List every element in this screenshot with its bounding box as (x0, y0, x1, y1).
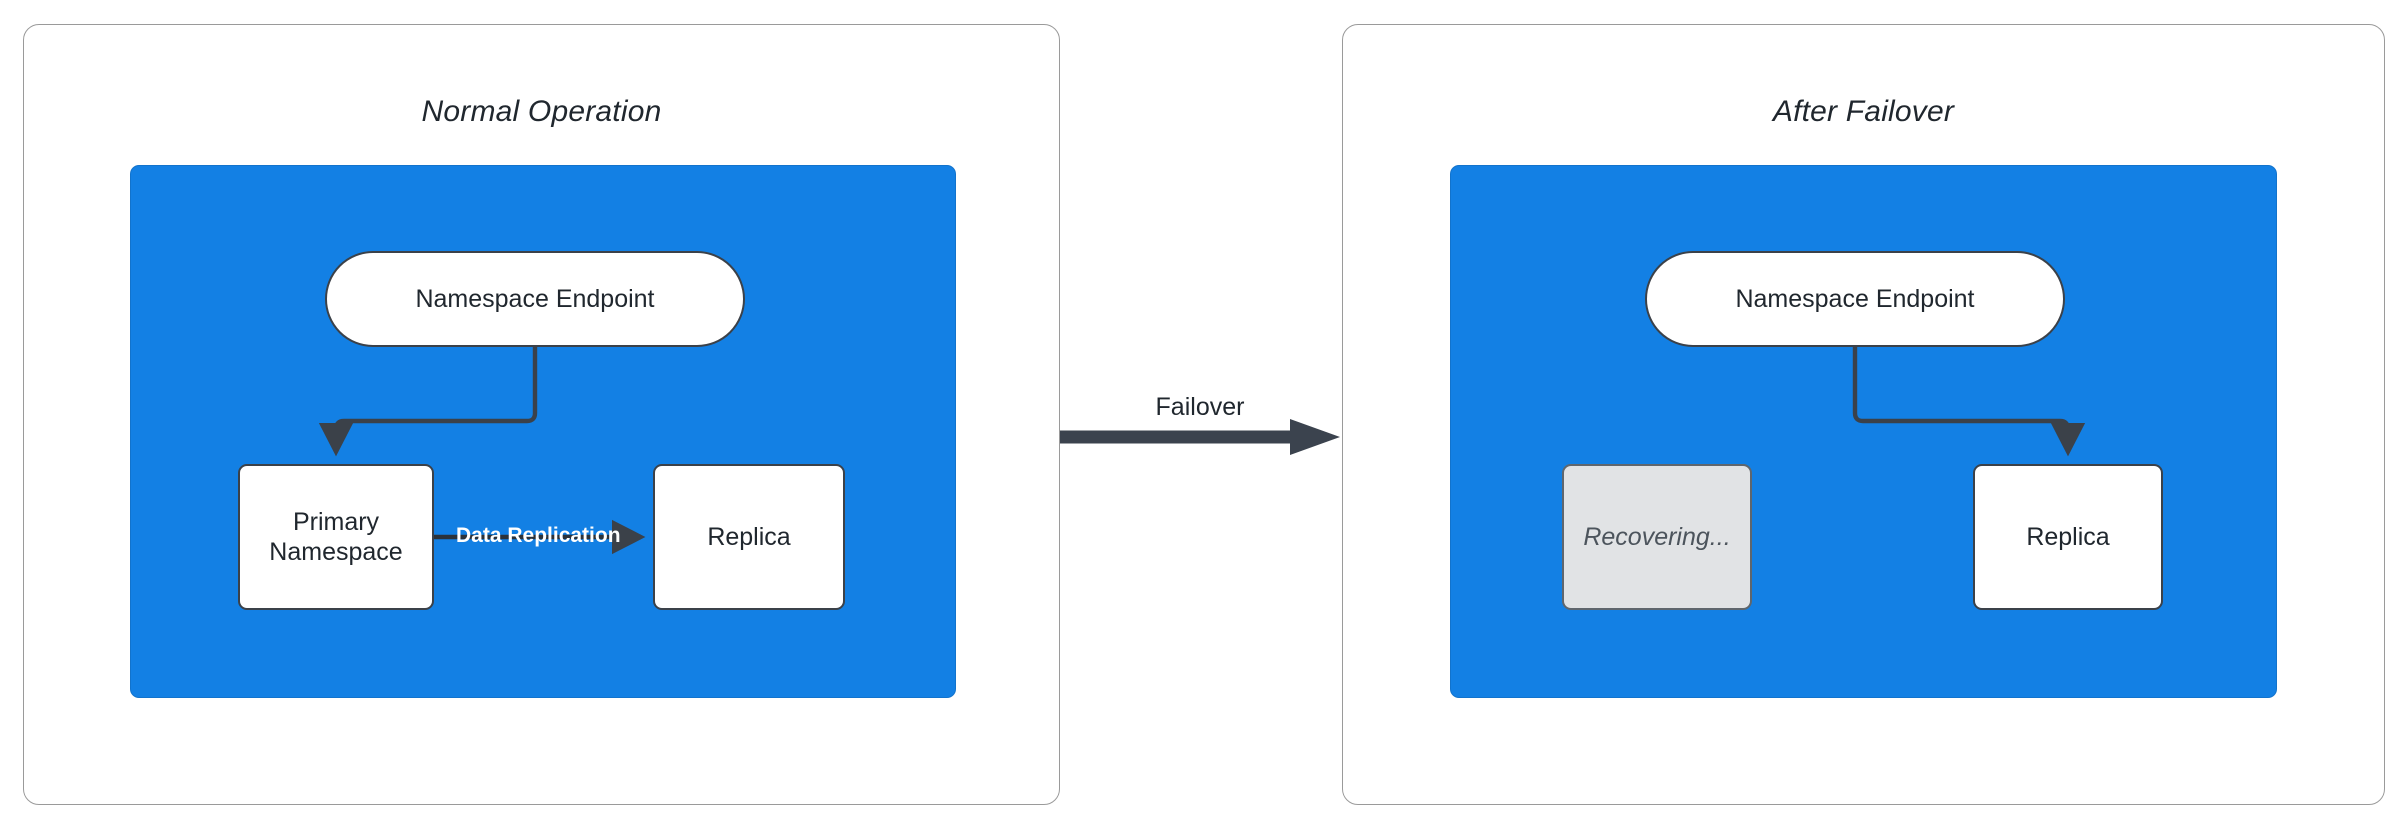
node-label: Replica (2026, 522, 2110, 551)
node-label-line-2: Namespace (269, 538, 403, 566)
node-replica-normal[interactable]: Replica (653, 464, 845, 610)
edge-label-data-replication: Data Replication (456, 524, 621, 547)
node-label: Namespace Endpoint (1735, 284, 1975, 313)
panel-title-after-failover: After Failover (1772, 95, 1955, 128)
transition-arrow-failover (1060, 419, 1340, 455)
node-namespace-endpoint-normal[interactable]: Namespace Endpoint (325, 251, 745, 347)
transition-label-failover: Failover (1155, 393, 1245, 421)
cluster-after-failover (1450, 165, 2277, 698)
node-replica-failover[interactable]: Replica (1973, 464, 2163, 610)
node-label: Replica (707, 522, 791, 551)
node-recovering[interactable]: Recovering... (1562, 464, 1752, 610)
node-primary-namespace[interactable]: Primary Namespace (238, 464, 434, 610)
node-label: Namespace Endpoint (415, 284, 655, 313)
cluster-normal-operation (130, 165, 956, 698)
panel-title-normal-operation: Normal Operation (421, 95, 662, 128)
node-label-line-1: Primary (292, 507, 380, 536)
node-label: Primary Namespace (269, 507, 402, 568)
node-label: Recovering... (1583, 522, 1731, 551)
node-namespace-endpoint-failover[interactable]: Namespace Endpoint (1645, 251, 2065, 347)
